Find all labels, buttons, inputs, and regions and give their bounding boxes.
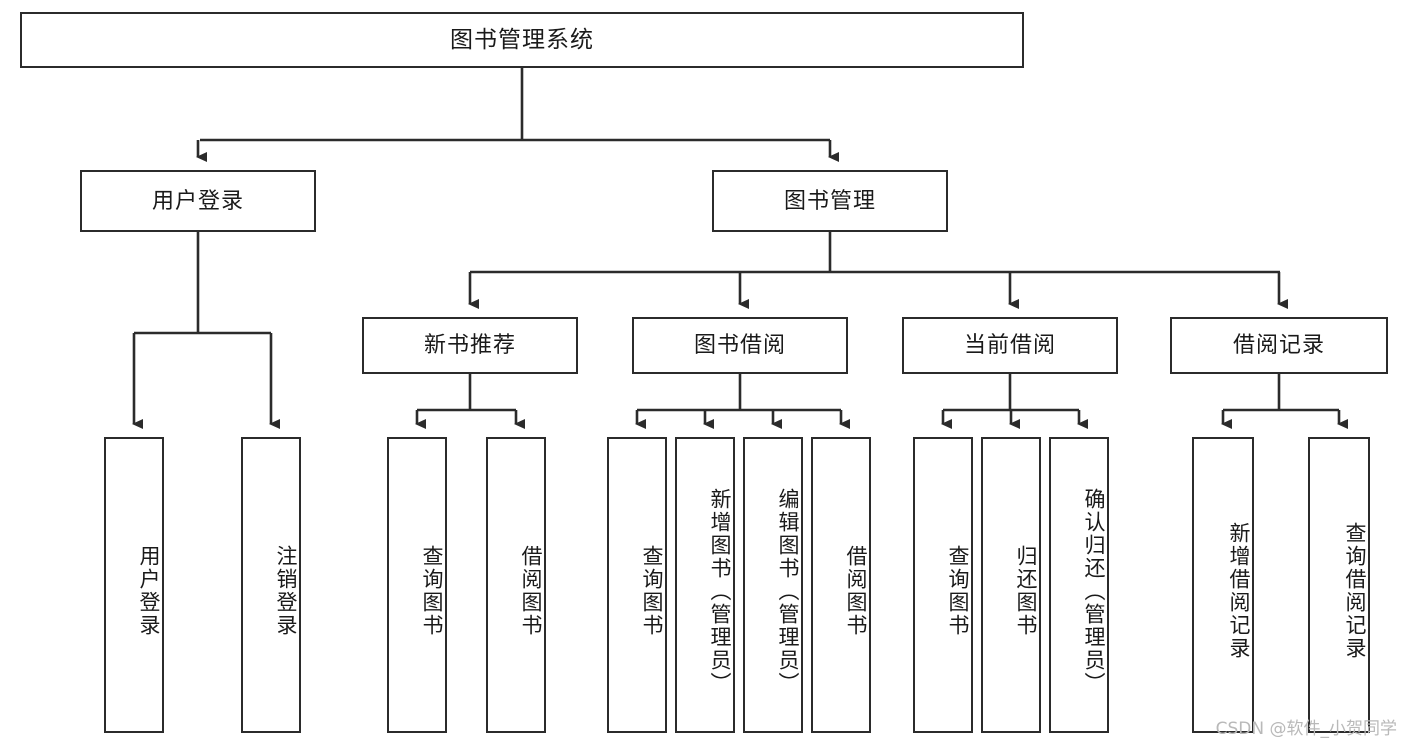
node-new-book-recommend[interactable]: 新书推荐 bbox=[362, 317, 578, 374]
csdn-watermark: CSDN @软件_小贺同学 bbox=[1215, 719, 1397, 739]
leaf-borrow-borrow-book[interactable]: 借阅图书 bbox=[811, 437, 871, 733]
leaf-current-query-book[interactable]: 查询图书 bbox=[913, 437, 973, 733]
leaf-user-login[interactable]: 用户登录 bbox=[104, 437, 164, 733]
node-user-login[interactable]: 用户登录 bbox=[80, 170, 316, 232]
leaf-borrow-query-book[interactable]: 查询图书 bbox=[607, 437, 667, 733]
node-book-manage[interactable]: 图书管理 bbox=[712, 170, 948, 232]
leaf-current-confirm-return-admin[interactable]: 确认归还（管理员） bbox=[1049, 437, 1109, 733]
node-root[interactable]: 图书管理系统 bbox=[20, 12, 1024, 68]
leaf-borrow-edit-book-admin[interactable]: 编辑图书（管理员） bbox=[743, 437, 803, 733]
leaf-current-return-book[interactable]: 归还图书 bbox=[981, 437, 1041, 733]
leaf-recommend-borrow-book[interactable]: 借阅图书 bbox=[486, 437, 546, 733]
leaf-record-query-borrow-record[interactable]: 查询借阅记录 bbox=[1308, 437, 1370, 733]
leaf-user-logout[interactable]: 注销登录 bbox=[241, 437, 301, 733]
leaf-borrow-add-book-admin[interactable]: 新增图书（管理员） bbox=[675, 437, 735, 733]
node-borrow-record[interactable]: 借阅记录 bbox=[1170, 317, 1388, 374]
node-book-borrow[interactable]: 图书借阅 bbox=[632, 317, 848, 374]
leaf-record-add-borrow-record[interactable]: 新增借阅记录 bbox=[1192, 437, 1254, 733]
node-current-borrow[interactable]: 当前借阅 bbox=[902, 317, 1118, 374]
leaf-recommend-query-book[interactable]: 查询图书 bbox=[387, 437, 447, 733]
